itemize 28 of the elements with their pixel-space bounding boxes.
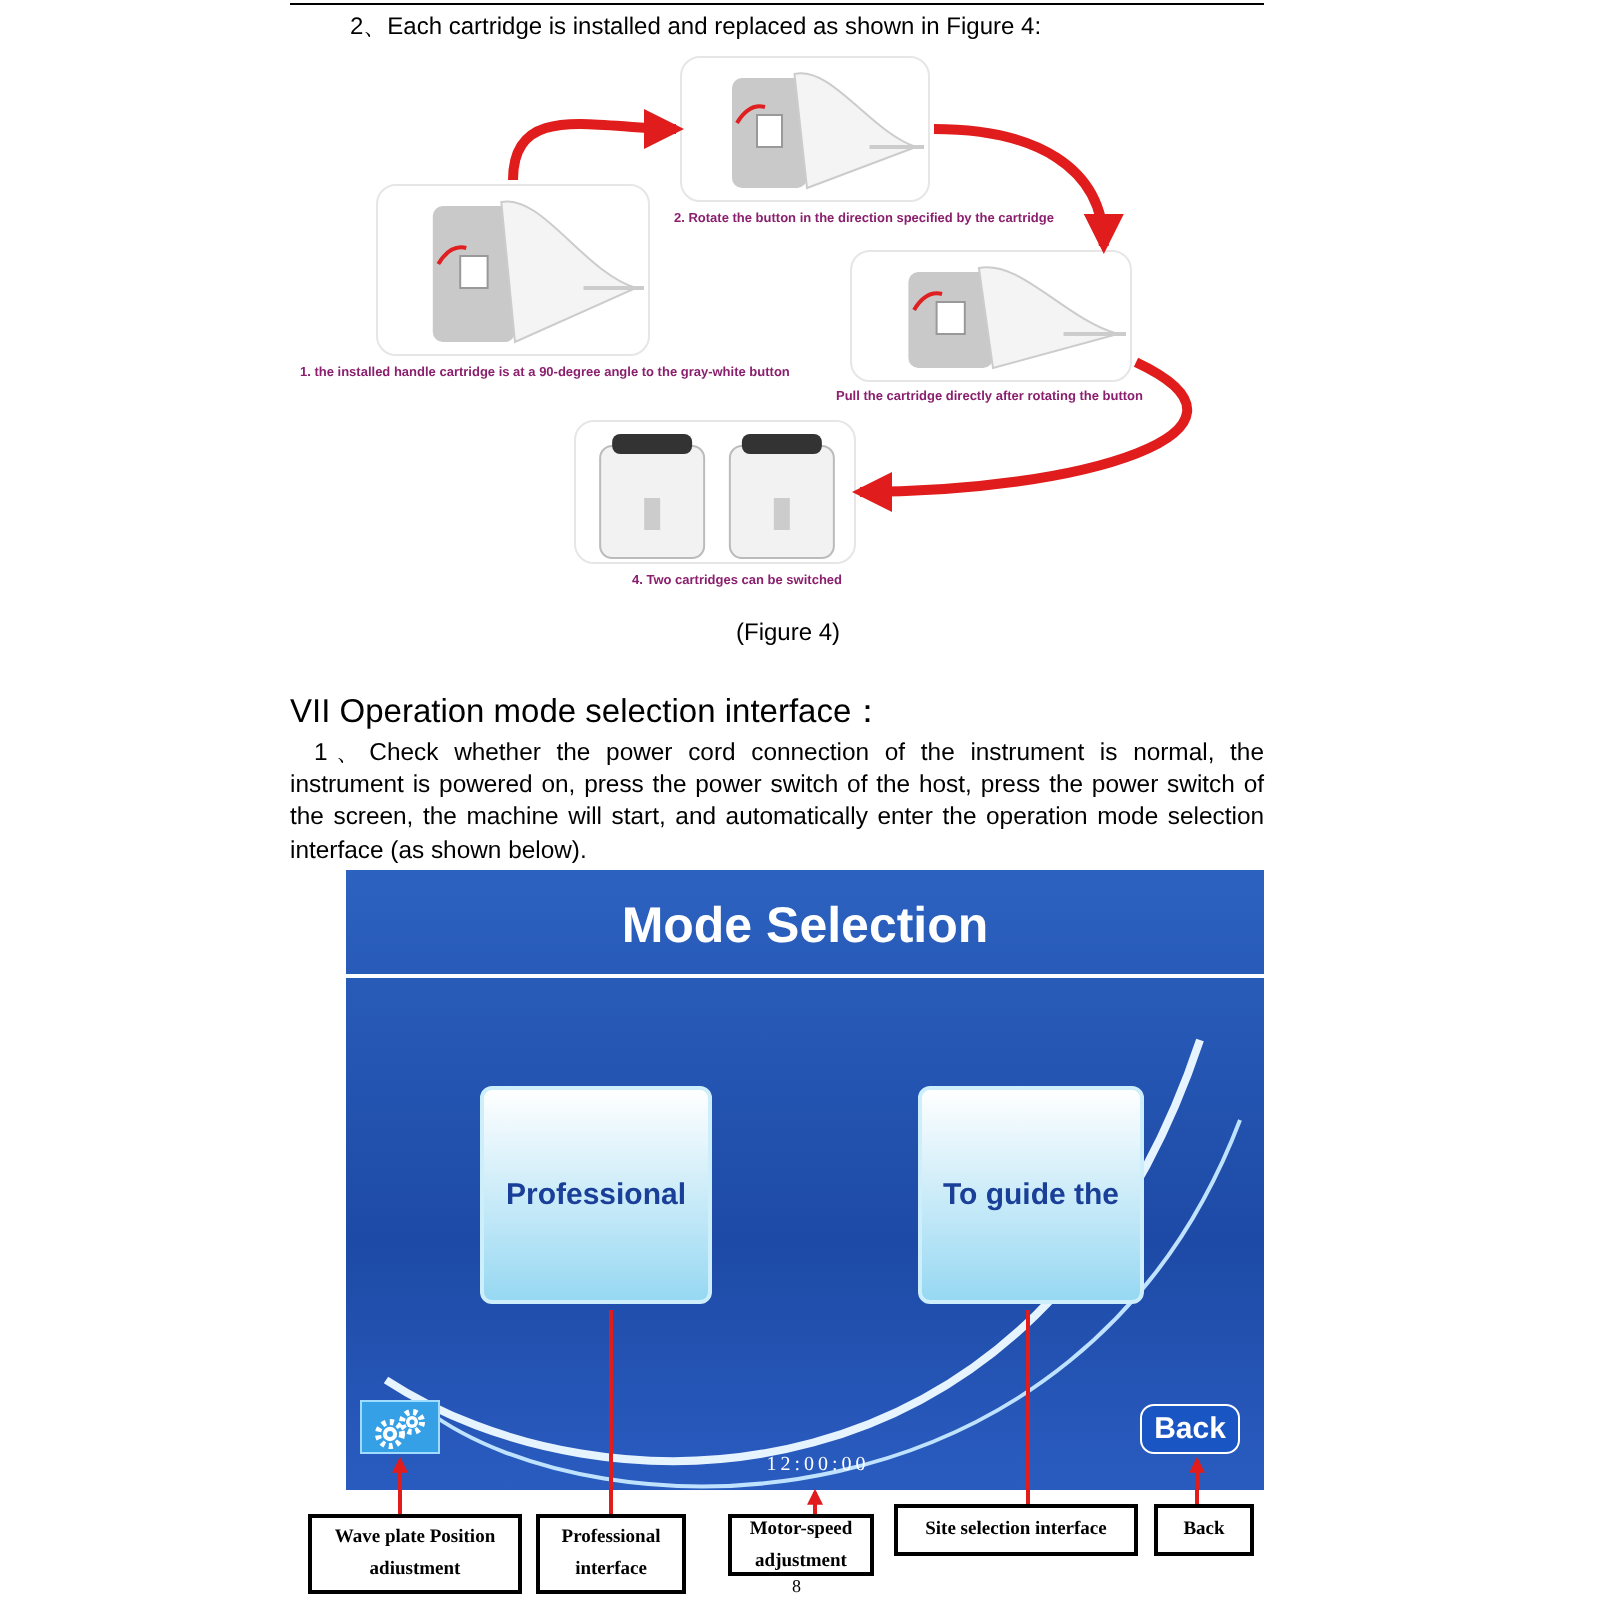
callout-box: Wave plate Position adiustment bbox=[308, 1514, 522, 1594]
callout-box: Professional interface bbox=[536, 1514, 686, 1594]
leader-line bbox=[1026, 1310, 1030, 1504]
back-button: Back bbox=[1140, 1404, 1240, 1454]
arrow bbox=[392, 1456, 408, 1514]
screen-title: Mode Selection bbox=[619, 898, 991, 956]
mode-button: Professional bbox=[480, 1086, 712, 1304]
callout-box: Back bbox=[1154, 1504, 1254, 1556]
clock-text: 12:00:00 bbox=[756, 1454, 880, 1486]
product-photo-drawing bbox=[680, 56, 930, 202]
arrow bbox=[852, 357, 1192, 512]
figure-caption: (Figure 4) bbox=[736, 618, 841, 646]
arrow bbox=[807, 1488, 823, 1514]
product-photo-drawing bbox=[574, 420, 856, 564]
leader-line bbox=[609, 1310, 613, 1514]
paragraph: 1、Check whether the power cord connection of the instrument is normal, the instrument is powered on, press the power switch of the host, press the power switch of the screen, the machine will start, and automatically enter the operation mode selection interface (as shown below). bbox=[290, 736, 1264, 866]
callout-box: Motor-speed adjustment bbox=[728, 1514, 874, 1576]
section-heading: VII Operation mode selection interface： bbox=[290, 692, 886, 734]
mode-button: To guide the bbox=[918, 1086, 1144, 1304]
arrow bbox=[933, 124, 1122, 254]
screen-panel bbox=[346, 870, 1264, 1490]
product-photo-drawing bbox=[850, 250, 1132, 382]
callout-box: Site selection interface bbox=[894, 1504, 1138, 1556]
page-number: 8 bbox=[792, 1578, 801, 1596]
arrow bbox=[1189, 1456, 1205, 1504]
gear-icon bbox=[360, 1400, 440, 1454]
section-text: 2、Each cartridge is installed and replaced as shown in Figure 4: bbox=[350, 10, 1042, 44]
product-photo-drawing bbox=[376, 184, 650, 356]
